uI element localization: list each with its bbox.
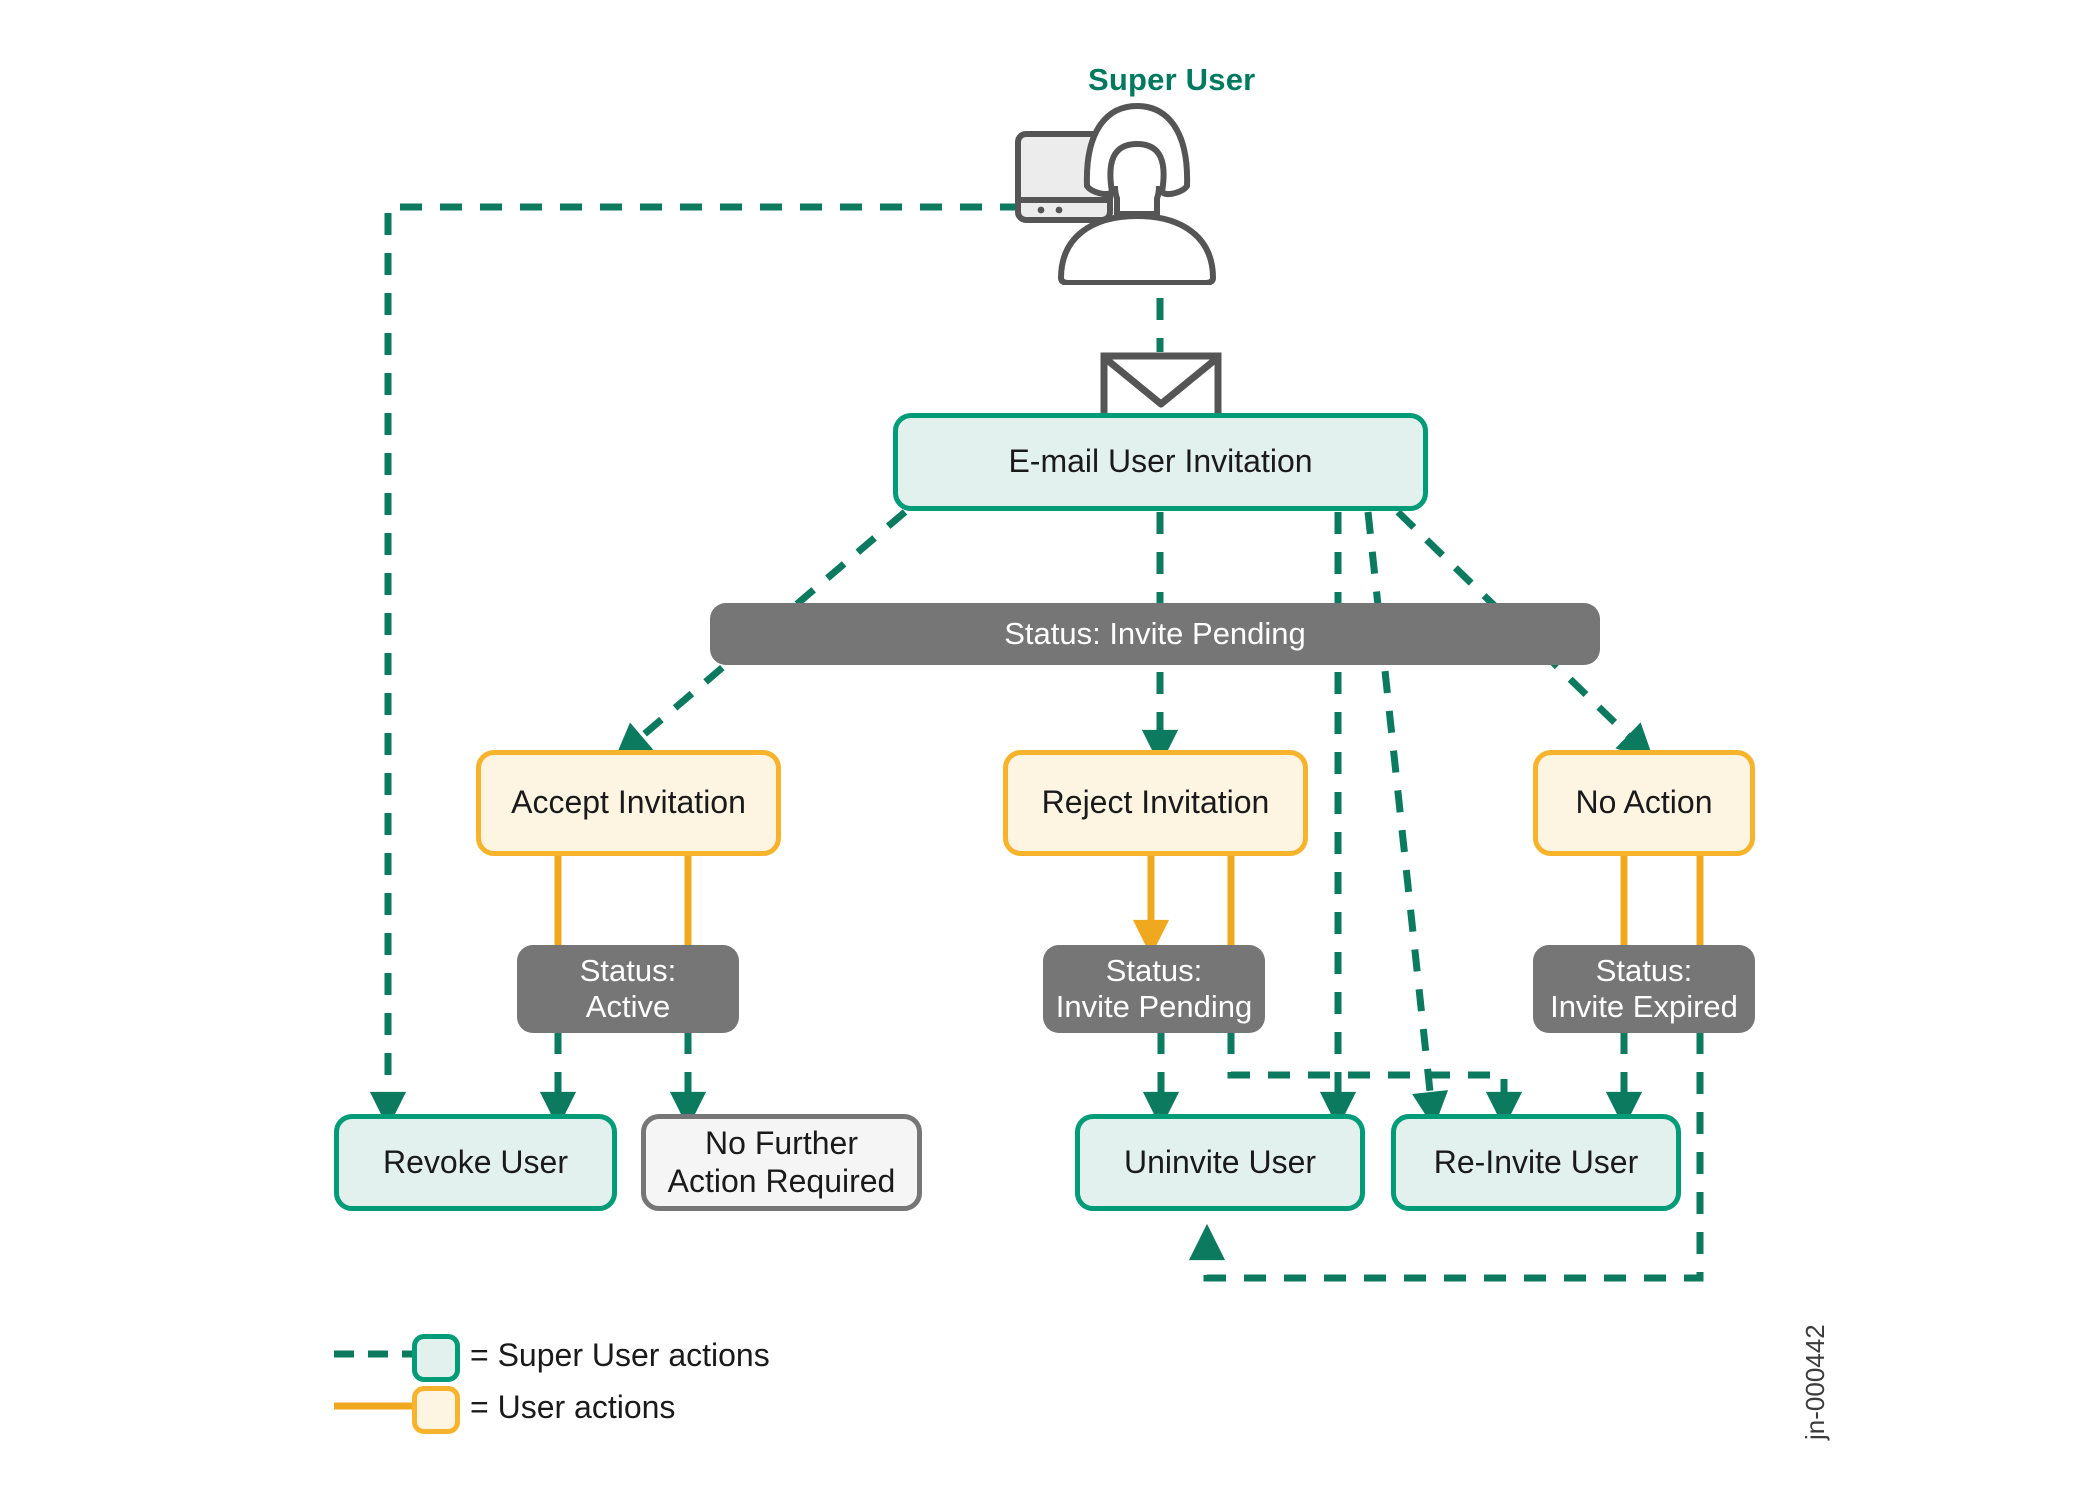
status-line-2: Invite Expired bbox=[1550, 989, 1738, 1024]
node-label: Accept Invitation bbox=[511, 784, 746, 821]
legend-label-super-user: = Super User actions bbox=[470, 1337, 770, 1373]
status-line-2: Invite Pending bbox=[1055, 989, 1253, 1024]
status-active: Status: Active bbox=[517, 945, 739, 1033]
page-title: Super User bbox=[1088, 62, 1256, 97]
legend-swatch-user bbox=[412, 1386, 460, 1434]
node-email-user-invitation[interactable]: E-mail User Invitation bbox=[893, 413, 1428, 511]
status-line-1: Status: bbox=[579, 953, 677, 989]
node-label: Revoke User bbox=[383, 1143, 568, 1180]
node-reject-invitation[interactable]: Reject Invitation bbox=[1003, 750, 1308, 856]
node-label: Uninvite User bbox=[1123, 1143, 1317, 1180]
node-re-invite-user[interactable]: Re-Invite User bbox=[1391, 1114, 1681, 1211]
legend-line-samples bbox=[334, 1350, 418, 1410]
node-label: Reject Invitation bbox=[1041, 784, 1270, 821]
status-invite-pending-reject: Status: Invite Pending bbox=[1043, 945, 1265, 1033]
node-no-further-action-required: No Further Action Required bbox=[641, 1114, 922, 1211]
node-revoke-user[interactable]: Revoke User bbox=[334, 1114, 617, 1211]
status-invite-pending-main: Status: Invite Pending bbox=[710, 603, 1600, 665]
node-label: E-mail User Invitation bbox=[1008, 443, 1313, 480]
legend-swatch-super-user bbox=[412, 1334, 460, 1382]
figure-reference: jn-000442 bbox=[1800, 1324, 1830, 1440]
node-accept-invitation[interactable]: Accept Invitation bbox=[476, 750, 781, 856]
node-no-action[interactable]: No Action bbox=[1533, 750, 1755, 856]
node-label: Re-Invite User bbox=[1433, 1143, 1639, 1180]
status-line-2: Active bbox=[585, 989, 671, 1024]
status-badge: Status: Invite Pending bbox=[1004, 616, 1306, 652]
node-uninvite-user[interactable]: Uninvite User bbox=[1075, 1114, 1365, 1211]
person-with-monitor-icon bbox=[1015, 100, 1255, 286]
legend-label-user: = User actions bbox=[470, 1389, 676, 1425]
node-label-line-2: Action Required bbox=[667, 1162, 896, 1199]
node-label: No Action bbox=[1575, 784, 1713, 821]
node-label-line-1: No Further bbox=[705, 1125, 858, 1162]
status-line-1: Status: bbox=[1595, 953, 1693, 989]
status-line-1: Status: bbox=[1105, 953, 1203, 989]
status-invite-expired: Status: Invite Expired bbox=[1533, 945, 1755, 1033]
